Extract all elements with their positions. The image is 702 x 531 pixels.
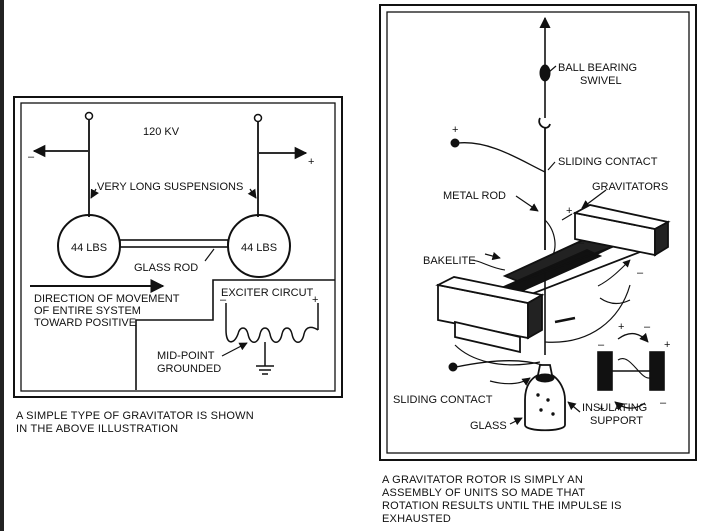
midpoint-label-line1: MID-POINT	[157, 350, 215, 362]
rotor-sign-6: –	[644, 321, 651, 333]
exciter-plus-label: +	[312, 294, 318, 306]
left-suspension	[32, 111, 94, 217]
weight-right-label: 44 LBS	[241, 242, 277, 254]
direction-label-line3: TOWARD POSITIVE	[34, 317, 136, 329]
rotor-sign-4: –	[598, 339, 605, 351]
gravitators-label: GRAVITATORS	[592, 181, 668, 193]
glass-rod	[119, 239, 229, 248]
left-caption: A SIMPLE TYPE OF GRAVITATOR IS SHOWN IN …	[16, 410, 254, 436]
glass-label: GLASS	[470, 420, 507, 432]
direction-label-line2: OF ENTIRE SYSTEM	[34, 305, 141, 317]
rotor-sign-2: –	[578, 237, 585, 249]
right-figure-labels: BALL BEARING SWIVEL + SLIDING CONTACT ME…	[393, 62, 670, 432]
right-inner-frame	[386, 11, 690, 454]
midpoint-label-line2: GROUNDED	[157, 363, 221, 375]
left-caption-line1: A SIMPLE TYPE OF GRAVITATOR IS SHOWN	[16, 410, 254, 422]
exciter-frame	[135, 279, 335, 390]
bakelite-label: BAKELITE	[423, 255, 476, 267]
small-rotor-diagram	[597, 332, 665, 411]
insulating-support-label-line2: SUPPORT	[590, 415, 643, 427]
right-caption-line4: EXHAUSTED	[382, 513, 452, 525]
exciter-minus-label: –	[220, 294, 227, 306]
rotor-sign-7: +	[664, 339, 670, 351]
left-figure-labels: 120 KV – + VERY LONG SUSPENSIONS 44 LBS …	[28, 126, 318, 375]
rotor-sign-5: +	[618, 321, 624, 333]
rotor-sign-1: +	[566, 205, 572, 217]
suspensions-label: VERY LONG SUSPENSIONS	[97, 181, 243, 193]
right-outer-frame	[379, 4, 697, 461]
insulating-support-label-line1: INSULATING	[582, 402, 647, 414]
right-caption-line1: A GRAVITATOR ROTOR IS SIMPLY AN	[382, 474, 583, 486]
rotor-assembly	[435, 204, 671, 355]
left-figure	[13, 96, 343, 398]
weight-left-label: 44 LBS	[71, 242, 107, 254]
sliding-contact-top-label: SLIDING CONTACT	[558, 156, 658, 168]
rotor-sign-3: –	[637, 267, 644, 279]
right-caption-line2: ASSEMBLY OF UNITS SO MADE THAT	[382, 487, 586, 499]
voltage-label: 120 KV	[143, 126, 180, 138]
ball-bearing-label-line1: BALL BEARING	[558, 62, 637, 74]
swivel-assembly	[538, 16, 557, 250]
exciter-label: EXCITER CIRCUT	[221, 287, 314, 299]
ball-bearing-label-line2: SWIVEL	[580, 75, 622, 87]
right-caption-line3: ROTATION RESULTS UNTIL THE IMPULSE IS	[382, 500, 622, 512]
exciter-coil	[221, 303, 319, 375]
right-suspension	[253, 113, 308, 217]
minus-terminal-label: –	[28, 151, 35, 163]
plus-terminal-label: +	[308, 156, 314, 168]
glass-rod-label: GLASS ROD	[134, 262, 198, 274]
left-outer-frame	[13, 96, 343, 398]
sliding-contact-bottom-label: SLIDING CONTACT	[393, 394, 493, 406]
metal-rod-label: METAL ROD	[443, 190, 506, 202]
right-caption: A GRAVITATOR ROTOR IS SIMPLY AN ASSEMBLY…	[382, 474, 622, 526]
left-inner-frame	[20, 102, 336, 392]
direction-label-line1: DIRECTION OF MOVEMENT	[34, 293, 180, 305]
rotor-sign-9: –	[660, 397, 667, 409]
page-left-rule	[0, 0, 4, 531]
rotor-sign-8: +	[598, 403, 604, 415]
top-plus-label: +	[452, 124, 458, 136]
left-caption-line2: IN THE ABOVE ILLUSTRATION	[16, 423, 179, 435]
glass-support	[509, 364, 581, 432]
right-figure	[379, 4, 697, 461]
